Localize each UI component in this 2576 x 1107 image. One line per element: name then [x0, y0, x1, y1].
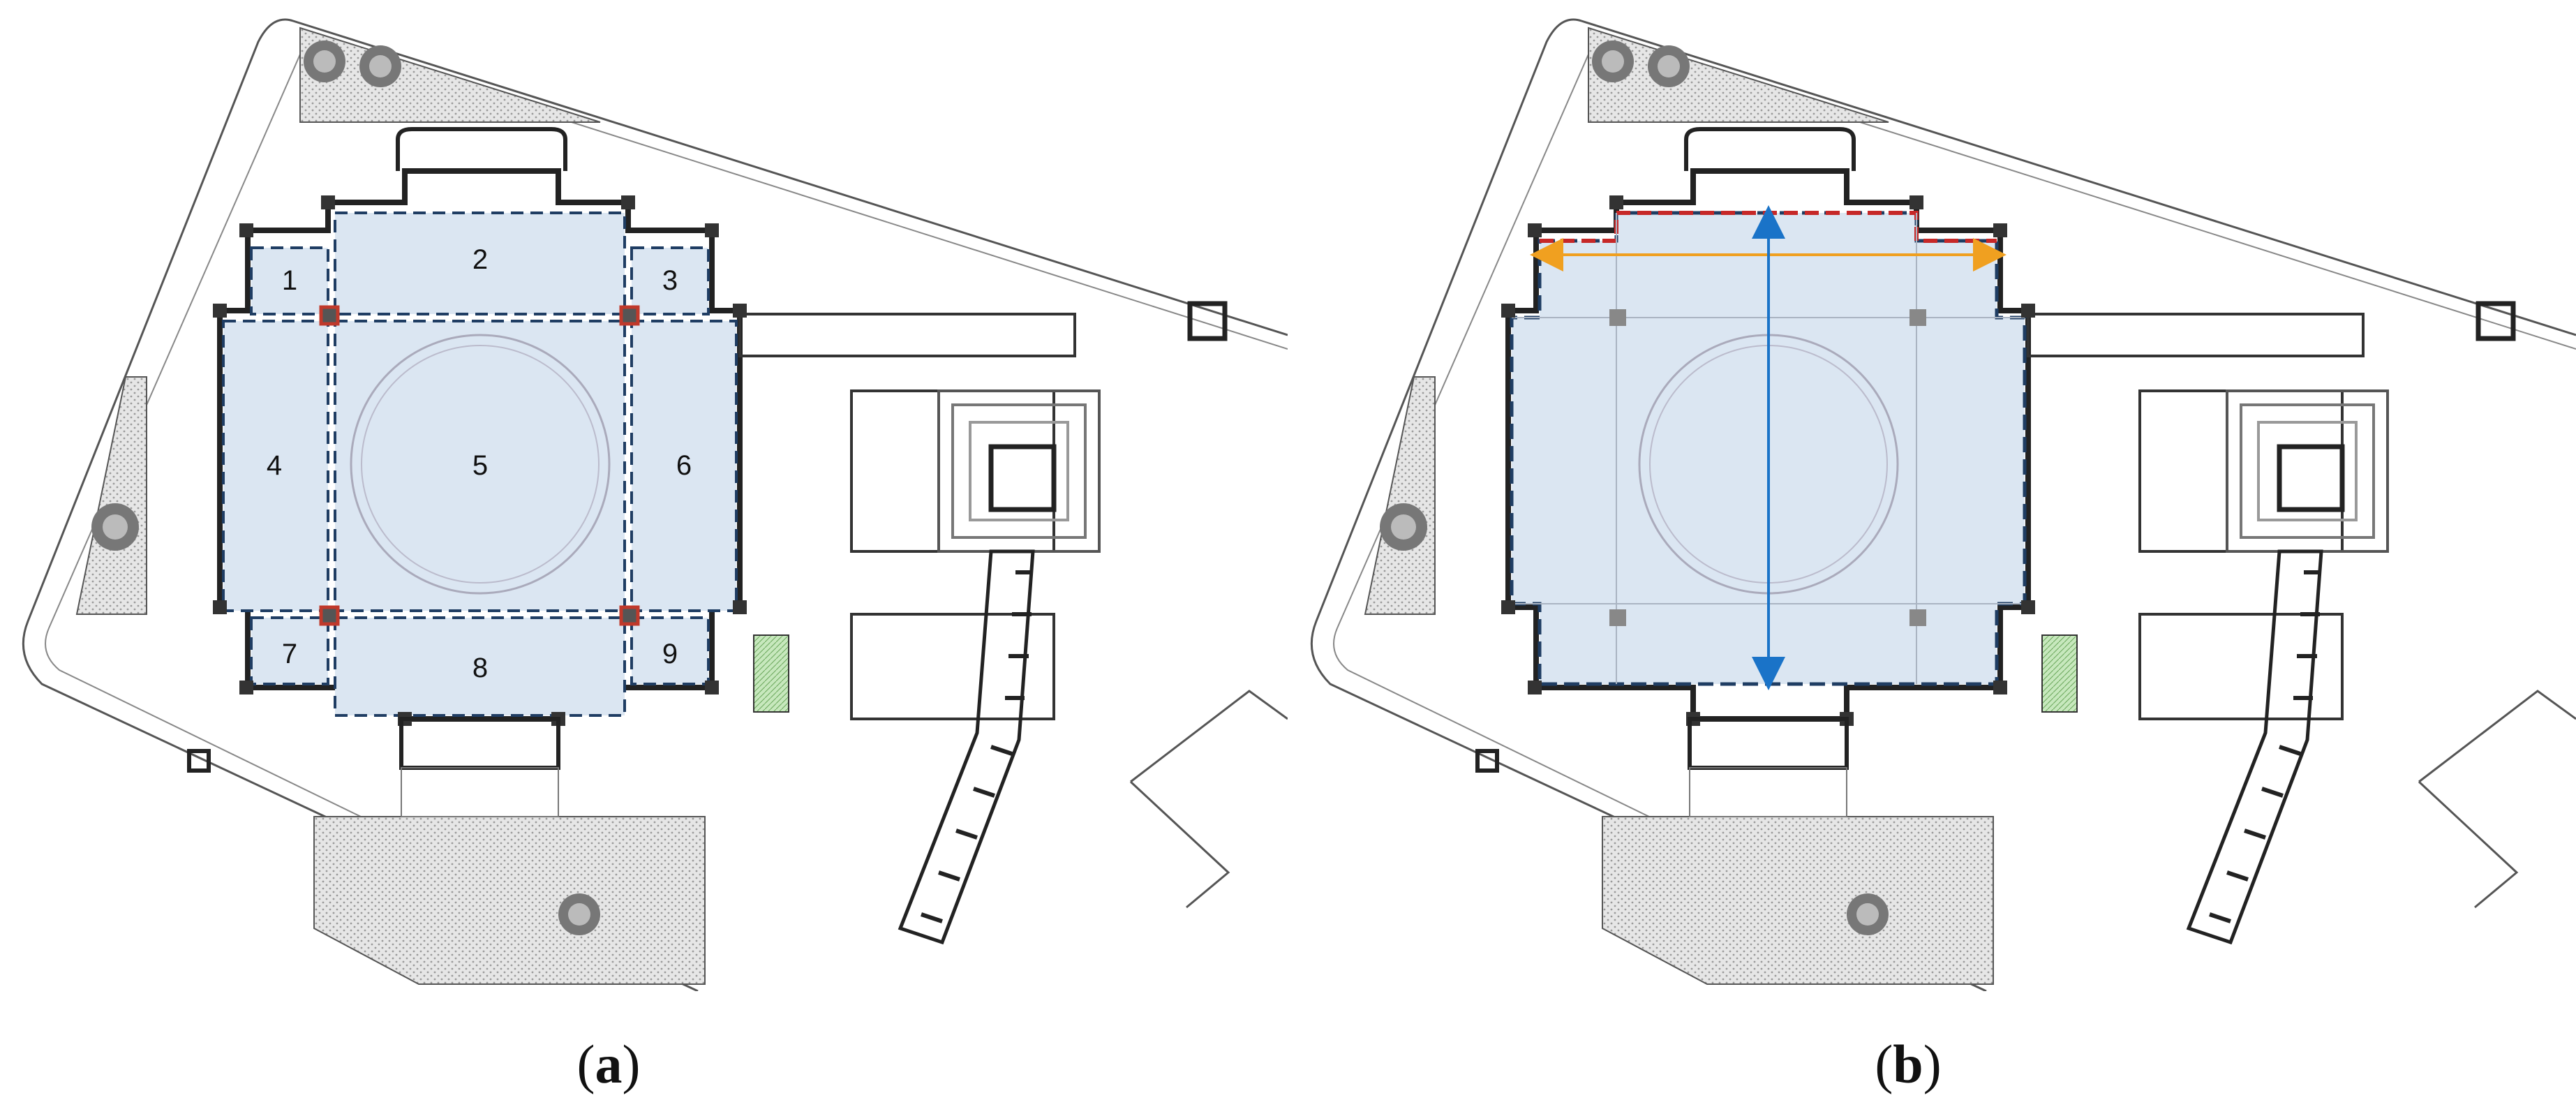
zone-9: [630, 616, 710, 685]
zone-label-7: 7: [282, 639, 297, 669]
east-annex: [738, 313, 1101, 720]
tree-icon: [359, 45, 401, 87]
column-icon: [1909, 309, 1926, 326]
zone-4: [222, 320, 329, 612]
site-boundary: [1310, 18, 2576, 991]
stairs-front: [1689, 767, 1847, 817]
zone-label-2: 2: [472, 244, 488, 275]
zone-label-9: 9: [662, 639, 678, 669]
caption-open-paren: (: [576, 1034, 595, 1094]
floor-plan-panel-b: [1288, 0, 2576, 1107]
floor-plan-panel-a: 1 2 3 4 5 6 7 8 9: [22, 18, 1288, 991]
tree-icon: [1847, 893, 1889, 935]
site-boundary: [22, 18, 1288, 991]
lawn-patch: [2041, 634, 2078, 713]
entrance-porch: [1688, 717, 1849, 770]
zone-label-1: 1: [282, 265, 297, 296]
dome-inner-outline: [361, 345, 600, 584]
zone-grid: [222, 211, 738, 717]
column-icon: [319, 605, 340, 626]
zone-7: [250, 616, 329, 685]
floor-plan-a-drawing: 1 2 3 4 5 6 7 8 9: [22, 18, 1288, 991]
column-icon: [1609, 309, 1626, 326]
zone-label-3: 3: [662, 265, 678, 296]
covered-walkway: [2186, 549, 2323, 945]
highlighted-columns: [319, 305, 640, 626]
north-niche: [396, 127, 567, 171]
zone-8: [334, 616, 626, 717]
caption-letter: b: [1893, 1034, 1923, 1094]
zone-label-4: 4: [267, 450, 282, 481]
tree-icon: [1380, 503, 1427, 551]
north-niche: [1684, 127, 1856, 171]
zone-label-8: 8: [472, 653, 488, 683]
landscape-area-top: [1588, 27, 1889, 123]
column-icon: [619, 605, 640, 626]
panel-caption-b: (b): [1803, 1033, 2013, 1096]
interior-columns: [1609, 309, 1926, 626]
landscape-area-top: [299, 27, 601, 123]
caption-close-paren: ): [1923, 1034, 1942, 1094]
column-icon: [1609, 609, 1626, 626]
adjacent-building: [1129, 690, 1288, 909]
adjacent-building: [2418, 690, 2576, 909]
gate-icon: [1475, 749, 1499, 773]
zone-label-6: 6: [676, 450, 692, 481]
panel-caption-a: (a): [504, 1033, 713, 1096]
landscape-area-bottom: [313, 816, 706, 985]
tree-icon: [558, 893, 600, 935]
column-icon: [1909, 609, 1926, 626]
column-icon: [319, 305, 340, 326]
entrance-porch: [399, 717, 560, 770]
dome-outline: [350, 334, 611, 595]
stairs-front: [401, 767, 559, 817]
zone-label-5: 5: [472, 450, 488, 481]
caption-open-paren: (: [1875, 1034, 1893, 1094]
tree-icon: [1648, 45, 1690, 87]
zone-2: [334, 211, 626, 315]
zone-5: [334, 320, 626, 612]
walkway-ribs: [2209, 570, 2321, 923]
tree-icon: [1592, 40, 1634, 82]
zone-3: [630, 246, 710, 315]
floor-plan-b-drawing: [1310, 18, 2576, 991]
covered-walkway: [898, 549, 1035, 945]
walkway-ribs: [921, 570, 1033, 923]
column-icon: [619, 305, 640, 326]
gate-icon: [1187, 301, 1228, 341]
zone-labels: 1 2 3 4 5 6 7 8 9: [267, 244, 692, 683]
tree-icon: [304, 40, 345, 82]
tree-icon: [91, 503, 139, 551]
zone-6: [630, 320, 738, 612]
gate-icon: [187, 749, 211, 773]
caption-letter: a: [595, 1034, 623, 1094]
zone-1: [250, 246, 329, 315]
lawn-patch: [753, 634, 789, 713]
gate-icon: [2476, 301, 2516, 341]
caption-close-paren: ): [622, 1034, 641, 1094]
east-annex: [2027, 313, 2389, 720]
landscape-area-bottom: [1602, 816, 1994, 985]
